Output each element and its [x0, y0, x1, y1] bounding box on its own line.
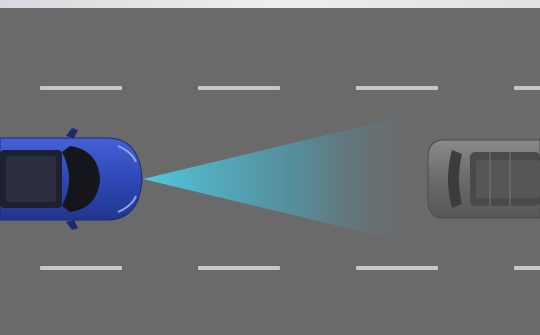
lane-dash [40, 266, 122, 270]
lane-dash [356, 266, 438, 270]
lane-dash [40, 86, 122, 90]
lead-car-icon [428, 140, 540, 218]
lane-dash [356, 86, 438, 90]
lane-dash [198, 86, 280, 90]
background-strip [0, 0, 540, 8]
lane-dash [198, 266, 280, 270]
lane-dash [514, 86, 540, 90]
ego-car-icon [0, 128, 142, 230]
lane-dash [514, 266, 540, 270]
